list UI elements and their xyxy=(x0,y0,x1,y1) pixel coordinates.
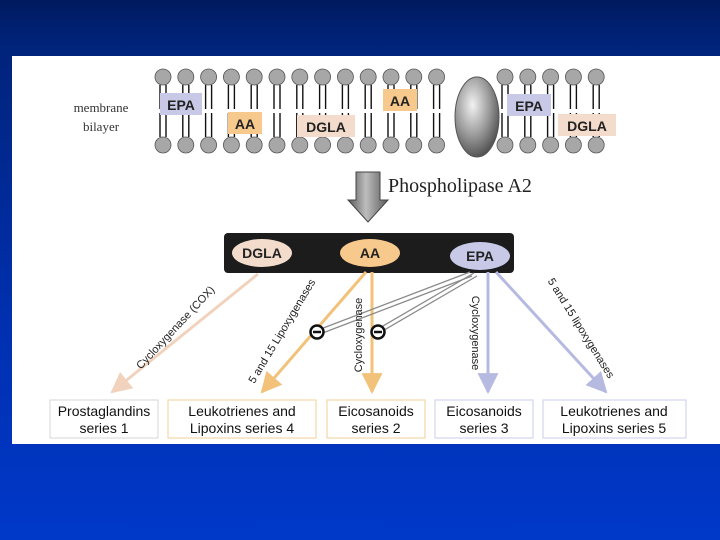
svg-text:series 2: series 2 xyxy=(351,420,400,436)
product-eicosanoids-2: Eicosanoids series 2 xyxy=(326,399,426,439)
membrane-label-line2: bilayer xyxy=(83,119,120,134)
lipid-head xyxy=(519,136,537,154)
lipid-head xyxy=(245,136,263,154)
svg-text:EPA: EPA xyxy=(466,248,494,264)
membrane-label: membrane bilayer xyxy=(74,100,129,134)
lipid-head xyxy=(154,136,172,154)
lipid-head xyxy=(496,136,514,154)
membrane-tag-epa-2: EPA xyxy=(507,94,551,116)
membrane-tag-dgla-2: DGLA xyxy=(558,114,616,136)
lipid-head xyxy=(291,68,309,86)
pool-item-epa: EPA xyxy=(450,242,510,270)
svg-text:AA: AA xyxy=(390,93,410,109)
lipid-head xyxy=(587,68,605,86)
enzyme-label: Phospholipase A2 xyxy=(388,175,532,197)
membrane-tag-aa-2: AA xyxy=(383,89,417,111)
membrane-label-line1: membrane xyxy=(74,100,129,115)
membrane-tag-dgla-1: DGLA xyxy=(297,115,355,137)
lipid-head xyxy=(314,68,332,86)
lipid-head xyxy=(245,68,263,86)
svg-text:AA: AA xyxy=(360,245,380,261)
lipid-head xyxy=(222,68,240,86)
lipid-head xyxy=(200,136,218,154)
lipid-head xyxy=(382,68,400,86)
product-leukotrienes-4: Leukotrienes and Lipoxins series 4 xyxy=(167,399,317,439)
pool-item-dgla: DGLA xyxy=(232,239,292,267)
svg-text:Lipoxins series 4: Lipoxins series 4 xyxy=(190,420,294,436)
pathway-label-cox-dgla: Cycloxygenase (COX) xyxy=(134,284,217,372)
product-prostaglandins-1: Prostaglandins series 1 xyxy=(49,399,159,439)
lipid-head xyxy=(565,136,582,154)
pathway-arrow-dgla-cox xyxy=(110,272,259,394)
svg-text:EPA: EPA xyxy=(515,98,543,114)
pathway-label-cox-aa: Cycloxygenase xyxy=(353,298,365,373)
lipid-head xyxy=(336,68,354,86)
lipid-head xyxy=(565,68,582,86)
lipid-head xyxy=(359,136,377,154)
membrane-tag-aa-1: AA xyxy=(228,112,262,134)
lipid-head xyxy=(587,136,605,154)
lipid-head xyxy=(359,68,377,86)
svg-text:series 3: series 3 xyxy=(459,420,508,436)
lipid-head xyxy=(154,68,172,86)
svg-text:Eicosanoids: Eicosanoids xyxy=(446,403,522,419)
lipid-head xyxy=(496,68,514,86)
lipid-head xyxy=(428,68,446,86)
svg-text:Eicosanoids: Eicosanoids xyxy=(338,403,414,419)
inhibition-minus-icon-cox xyxy=(370,324,386,340)
svg-text:DGLA: DGLA xyxy=(567,118,607,134)
svg-text:Leukotrienes and: Leukotrienes and xyxy=(560,403,667,419)
lipid-head xyxy=(428,136,446,154)
svg-text:AA: AA xyxy=(235,116,255,132)
inhibition-lines xyxy=(317,271,478,335)
product-leukotrienes-5: Leukotrienes and Lipoxins series 5 xyxy=(542,399,687,439)
lipid-head xyxy=(542,68,559,86)
lipid-head xyxy=(405,68,423,86)
lipid-head xyxy=(268,136,286,154)
svg-text:DGLA: DGLA xyxy=(306,119,346,135)
svg-text:Prostaglandins: Prostaglandins xyxy=(58,403,151,419)
phospholipase-arrow-icon xyxy=(346,171,390,223)
lipid-head xyxy=(268,68,286,86)
svg-text:series 1: series 1 xyxy=(79,420,128,436)
lipid-head xyxy=(405,136,423,154)
pathway-label-cox-epa: Cycloxygenase xyxy=(469,296,481,371)
pathway-arrow-epa-lox xyxy=(494,270,608,394)
lipid-head xyxy=(382,136,400,154)
svg-text:Lipoxins series 5: Lipoxins series 5 xyxy=(562,420,666,436)
lipid-head xyxy=(177,68,195,86)
lipid-head xyxy=(336,136,354,154)
lipid-head xyxy=(519,68,537,86)
inhibition-minus-icon-lox xyxy=(309,324,325,340)
lipid-head xyxy=(200,68,218,86)
lipid-bilayer xyxy=(154,68,605,154)
lipid-head xyxy=(222,136,240,154)
membrane-protein xyxy=(454,76,500,158)
lipid-head xyxy=(542,136,559,154)
pool-item-aa: AA xyxy=(340,239,400,267)
product-eicosanoids-3: Eicosanoids series 3 xyxy=(434,399,534,439)
lipid-head xyxy=(314,136,332,154)
lipid-head xyxy=(291,136,309,154)
svg-text:Leukotrienes and: Leukotrienes and xyxy=(188,403,295,419)
svg-text:DGLA: DGLA xyxy=(242,245,282,261)
svg-text:EPA: EPA xyxy=(167,97,195,113)
lipid-head xyxy=(177,136,195,154)
membrane-tag-epa-1: EPA xyxy=(160,93,202,115)
